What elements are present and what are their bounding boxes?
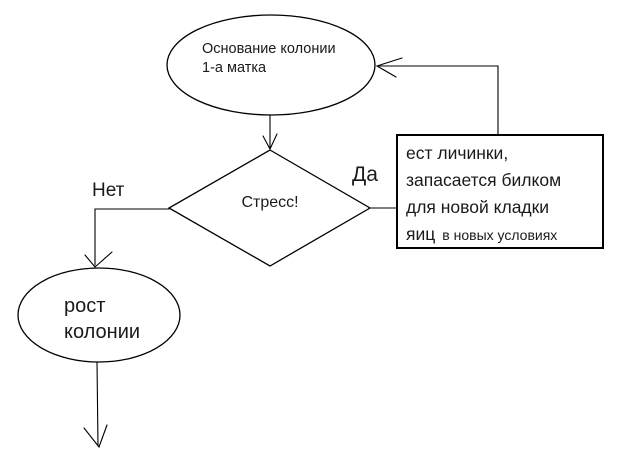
edge-process-to-start-feedback	[378, 65, 499, 136]
start-node-line1: Основание колонии	[202, 41, 336, 57]
start-node-line2: 1-а матка	[202, 60, 267, 76]
process-line4-small: в новых условиях	[442, 227, 558, 243]
edge-no-to-growth	[94, 208, 170, 266]
arrowhead-down-into-growth-ellipse-icon	[84, 251, 113, 268]
decision-node-label: Стресс!	[241, 194, 299, 211]
process-line2: запасается билком	[406, 170, 562, 190]
start-node-label: Основание колонии 1-а матка	[202, 40, 336, 78]
start-ellipse-shape	[166, 14, 376, 116]
growth-node-line2: колонии	[64, 321, 141, 343]
decision-diamond-shape	[167, 149, 372, 267]
arrowhead-left-into-start-ellipse-icon	[375, 57, 403, 78]
process-line4: яиц в новых условиях	[406, 221, 561, 249]
process-box-shape	[396, 134, 604, 249]
growth-ellipse-shape	[17, 267, 181, 363]
edge-growth-exit	[96, 361, 99, 447]
growth-node-label: рост колонии	[64, 293, 140, 345]
no-branch-label: Нет	[92, 180, 125, 201]
arrowhead-down-into-diamond-icon	[262, 133, 278, 151]
growth-node-line1: рост	[64, 295, 106, 317]
arrowhead-down-exit-icon	[83, 424, 108, 449]
yes-branch-label: Да	[352, 163, 378, 186]
process-line1: ест личинки,	[406, 143, 509, 163]
process-line3: для новой кладки	[406, 197, 550, 217]
process-line4-big: яиц	[406, 224, 436, 244]
process-node-label: ест личинки, запасается билком для новой…	[406, 140, 561, 249]
